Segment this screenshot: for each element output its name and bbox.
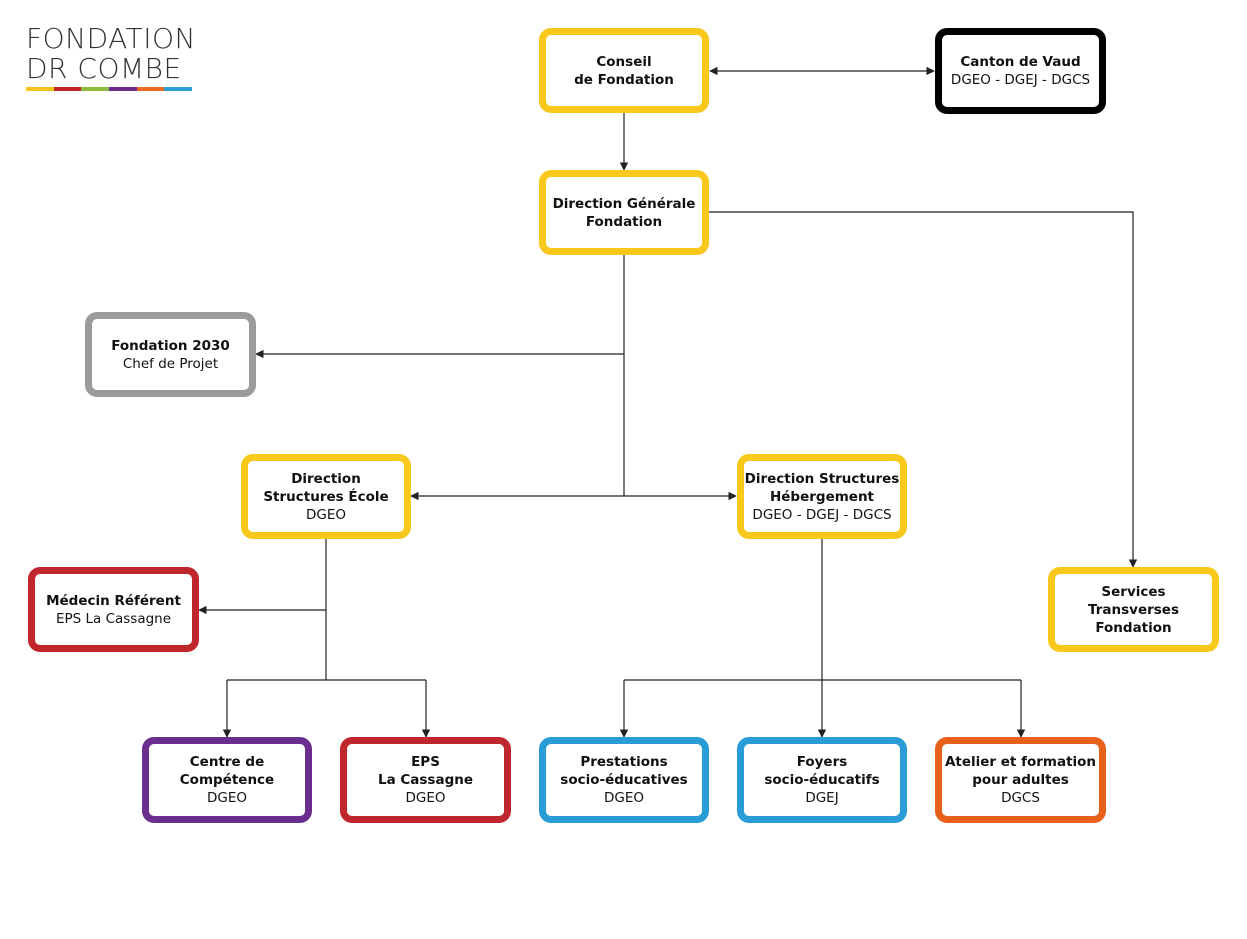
logo-stripe-segment	[136, 87, 165, 91]
node-title-line: Direction Structures	[744, 470, 900, 487]
node-title-line: pour adultes	[972, 772, 1069, 788]
node-subtitle: DGEJ	[805, 790, 839, 806]
logo-color-stripe	[26, 87, 193, 91]
logo-line-2: DR COMBE	[26, 52, 182, 85]
node-title-line: Foyers	[796, 754, 848, 770]
node-title-line: socio-éducatives	[560, 772, 688, 788]
node-title-line: Canton de Vaud	[960, 54, 1081, 70]
logo-stripe-segment	[81, 87, 110, 91]
node-title-line: Fondation	[1095, 619, 1172, 636]
node-subtitle: EPS La Cassagne	[55, 610, 172, 627]
node-title-line: Médecin Référent	[46, 592, 181, 609]
logo-line-1: FONDATION	[26, 22, 196, 55]
logo-stripe-segment	[53, 87, 82, 91]
edge-direction-services	[709, 211, 1138, 568]
node-title-line: Hébergement	[769, 488, 875, 505]
node-subtitle: DGEO	[603, 790, 644, 806]
node-title-line: Fondation 2030	[111, 337, 230, 354]
node-subtitle: DGEO - DGEJ - DGCS	[752, 506, 892, 523]
node-subtitle: DGCS	[1001, 790, 1040, 806]
node-title-line: Centre de	[189, 754, 265, 770]
logo-stripe-segment	[109, 87, 137, 91]
node-title-line: Prestations	[580, 754, 668, 770]
node-title-line: Direction Générale	[552, 195, 696, 212]
node-title-line: Compétence	[179, 772, 275, 788]
logo-stripe-segment	[164, 87, 193, 91]
node-subtitle: DGEO	[405, 790, 446, 806]
node-title-line: Services Transverses	[1088, 583, 1179, 618]
node-title-line: EPS	[411, 754, 440, 770]
node-subtitle: DGEO	[206, 790, 247, 806]
node-title-line: Conseil	[596, 53, 652, 70]
node-subtitle: Chef de Projet	[122, 355, 219, 372]
node-title-line: de Fondation	[574, 71, 674, 88]
node-title-line: Direction	[291, 470, 361, 487]
node-subtitle: DGEO - DGEJ - DGCS	[950, 72, 1091, 88]
logo: FONDATION DR COMBE	[26, 24, 196, 91]
logo-stripe-segment	[26, 87, 54, 91]
node-title-line: La Cassagne	[377, 772, 474, 788]
node-subtitle: DGEO	[305, 506, 346, 523]
node-title-line: Fondation	[585, 213, 663, 230]
node-title-line: Structures École	[263, 488, 389, 505]
node-title-line: socio-éducatifs	[764, 772, 880, 788]
node-title-line: Atelier et formation	[944, 754, 1097, 770]
